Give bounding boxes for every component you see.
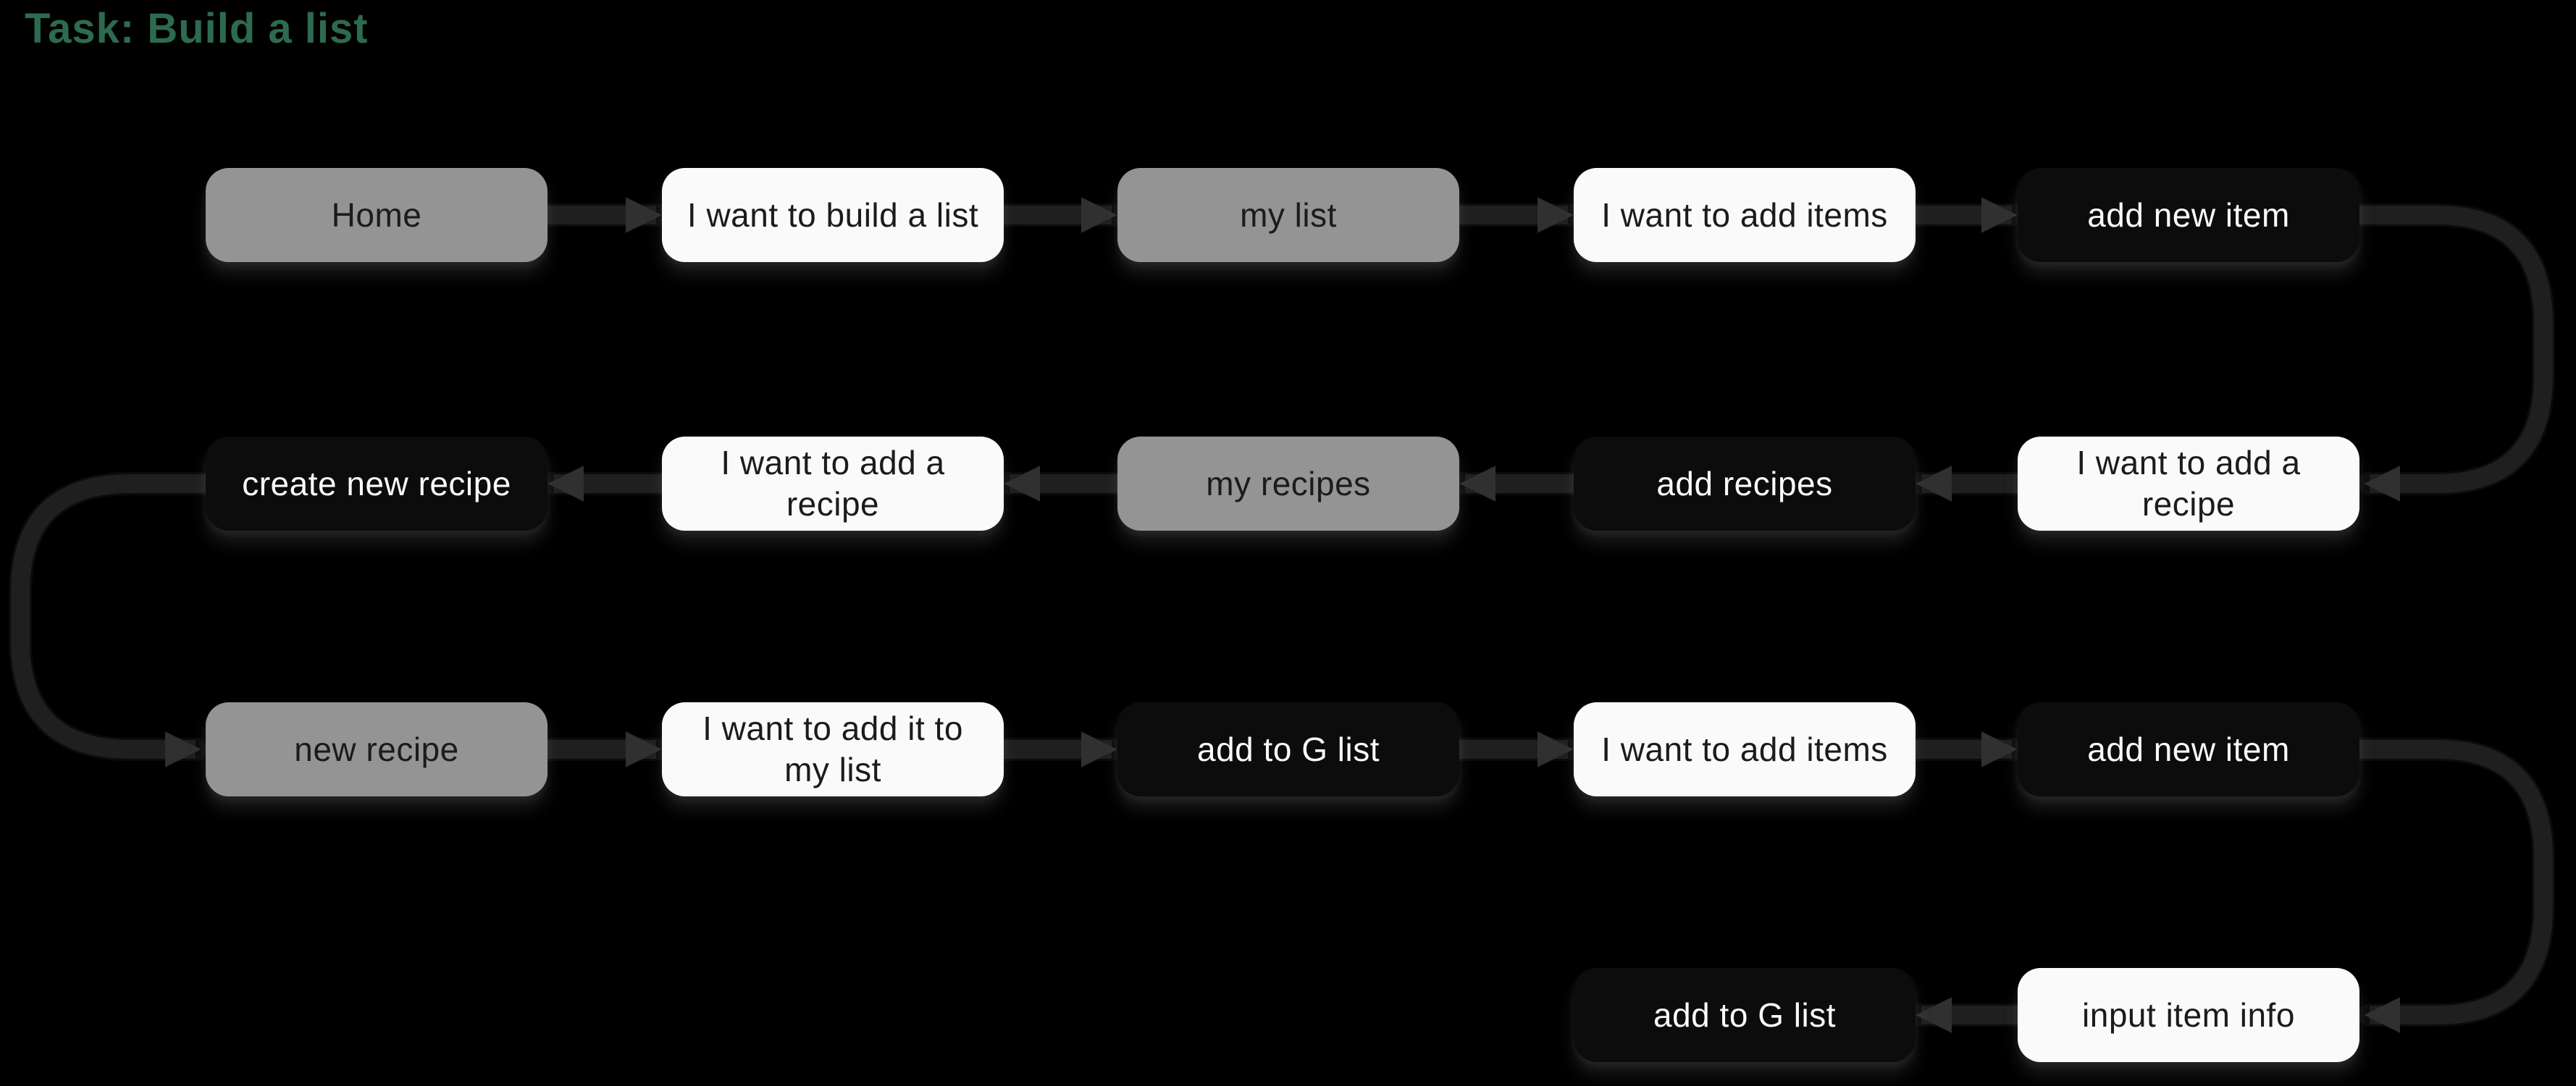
node-label: I want to add it to my list: [702, 710, 963, 788]
node-intent-build-list[interactable]: I want to build a list: [662, 168, 1004, 262]
node-label: I want to add a recipe: [2076, 444, 2301, 523]
node-intent-add-items-1[interactable]: I want to add items: [1574, 168, 1916, 262]
node-add-new-item-2[interactable]: add new item: [2018, 702, 2359, 796]
node-label: I want to build a list: [687, 195, 979, 234]
node-create-new-recipe[interactable]: create new recipe: [206, 437, 547, 531]
node-label: Home: [331, 195, 422, 234]
node-new-recipe[interactable]: new recipe: [206, 702, 547, 796]
node-add-to-g-list-2[interactable]: add to G list: [1574, 968, 1916, 1062]
node-add-to-g-list-1[interactable]: add to G list: [1117, 702, 1459, 796]
node-intent-add-items-2[interactable]: I want to add items: [1574, 702, 1916, 796]
node-add-recipes[interactable]: add recipes: [1574, 437, 1916, 531]
node-label: my list: [1240, 195, 1337, 234]
node-label: add recipes: [1656, 464, 1833, 502]
node-my-recipes[interactable]: my recipes: [1117, 437, 1459, 531]
node-label: add new item: [2087, 730, 2290, 768]
node-home[interactable]: Home: [206, 168, 547, 262]
node-label: input item info: [2082, 996, 2295, 1034]
connector-create-new-recipe-to-new-recipe: [10, 474, 206, 767]
node-label: I want to add a recipe: [721, 444, 945, 523]
node-intent-add-recipe-r[interactable]: I want to add a recipe: [2018, 437, 2359, 531]
node-intent-add-recipe-l[interactable]: I want to add a recipe: [662, 437, 1004, 531]
node-label: I want to add items: [1601, 195, 1888, 234]
node-label: add to G list: [1197, 730, 1380, 768]
node-intent-add-to-list[interactable]: I want to add it to my list: [662, 702, 1004, 796]
node-label: I want to add items: [1601, 730, 1888, 768]
node-label: create new recipe: [242, 464, 511, 502]
connector-add-new-item-2-to-input-item-info: [2359, 740, 2553, 1033]
connector-add-new-item-1-to-intent-add-recipe-r: [2359, 206, 2553, 502]
node-label: my recipes: [1206, 464, 1371, 502]
node-label: add to G list: [1653, 996, 1836, 1034]
node-label: add new item: [2087, 195, 2290, 234]
node-my-list[interactable]: my list: [1117, 168, 1459, 262]
node-label: new recipe: [294, 730, 459, 768]
node-input-item-info[interactable]: input item info: [2018, 968, 2359, 1062]
node-add-new-item-1[interactable]: add new item: [2018, 168, 2359, 262]
diagram-title: Task: Build a list: [25, 5, 369, 52]
